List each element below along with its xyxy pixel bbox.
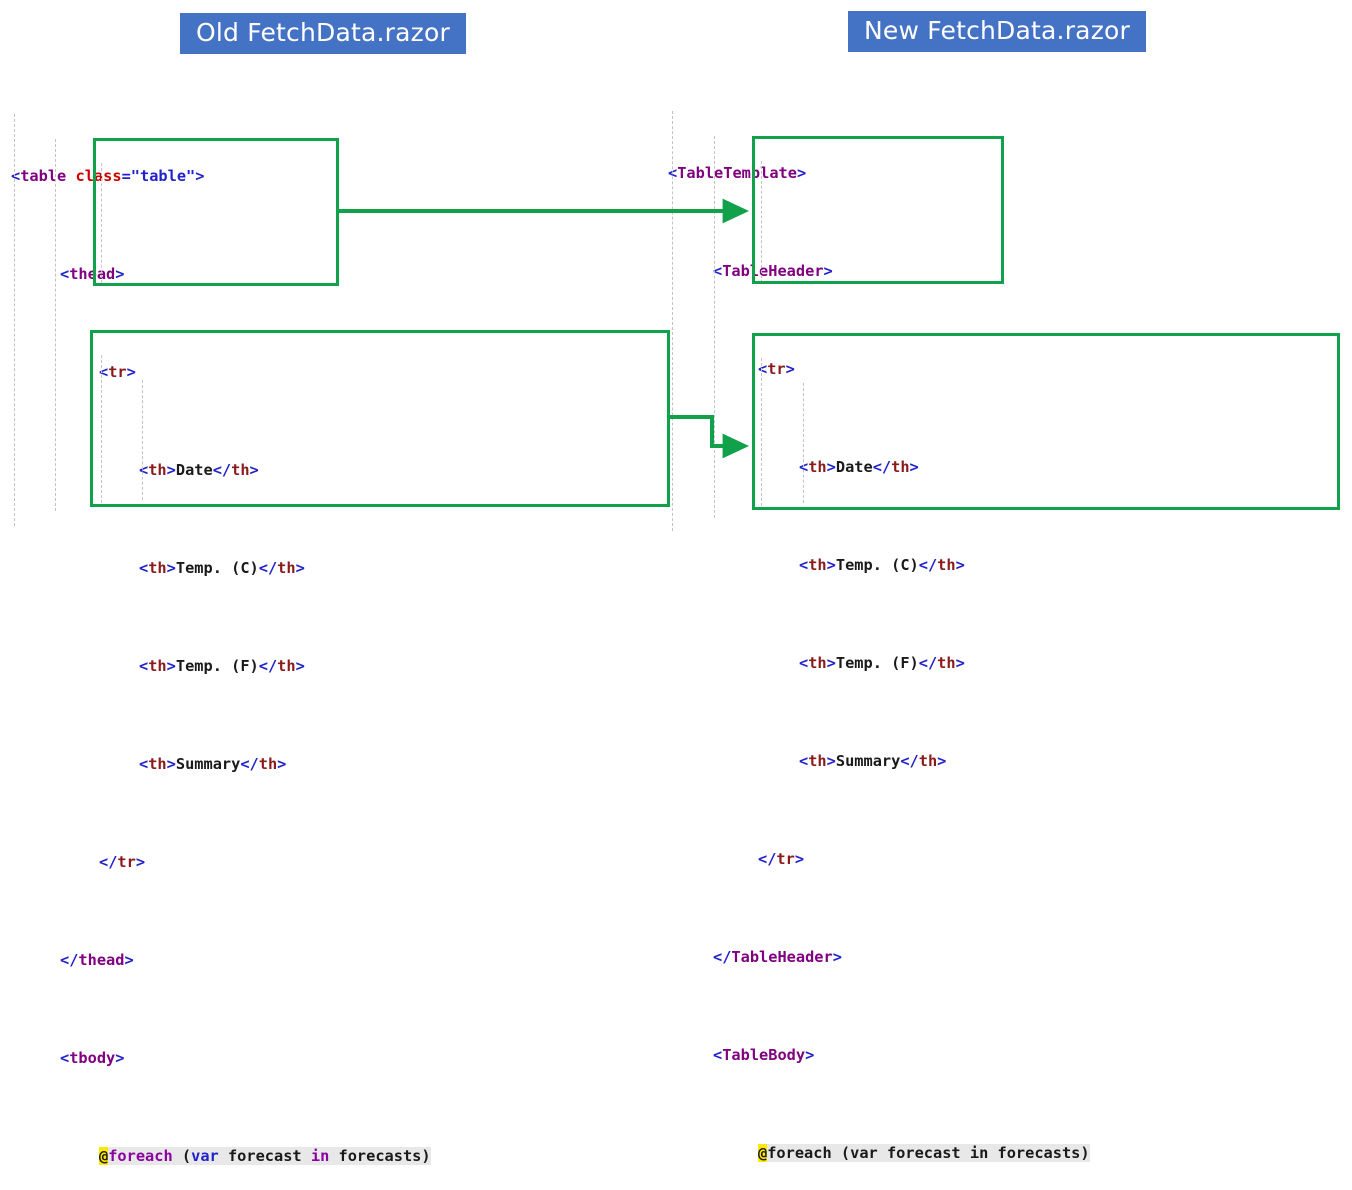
old-code-panel: <table class="table"> <thead> <tr> <th>D… [11,90,581,1190]
code-line: <th>Temp. (C)</th> [139,558,305,577]
indent-guide [142,380,143,500]
indent-guide [803,383,804,503]
banner-new-fetchdata: New FetchData.razor [848,11,1146,52]
code-line: <th>Date</th> [139,460,259,479]
code-line: <table class="table"> [11,166,205,185]
indent-guide [761,161,762,283]
code-line: <tr> [758,359,795,378]
banner-old-fetchdata: Old FetchData.razor [180,13,466,54]
code-line: <TableBody> [713,1045,815,1064]
code-line: <TableHeader> [713,261,833,280]
code-line: <th>Temp. (C)</th> [799,555,965,574]
code-line: </thead> [60,950,134,969]
new-code-panel: <TableTemplate> <TableHeader> <tr> <th>D… [668,87,1241,1190]
indent-guide [761,358,762,506]
code-line: </tr> [99,852,146,871]
code-line: <tbody> [60,1048,125,1067]
razor-at-icon: @ [758,1143,768,1162]
code-line: <th>Date</th> [799,457,919,476]
razor-at-icon: @ [99,1146,109,1165]
indent-guide [101,355,102,503]
code-line: </TableHeader> [713,947,842,966]
code-line: <th>Temp. (F)</th> [799,653,965,672]
code-line: <tr> [99,362,136,381]
code-line: <th>Temp. (F)</th> [139,656,305,675]
code-line: <th>Summary</th> [139,754,287,773]
code-line: @foreach (var forecast in forecasts) [758,1143,1090,1162]
code-line: <TableTemplate> [668,163,807,182]
indent-guide [101,163,102,283]
code-line: @foreach (var forecast in forecasts) [99,1146,431,1165]
indent-guide [14,114,15,526]
code-line: </tr> [758,849,805,868]
code-line: <th>Summary</th> [799,751,947,770]
code-line: <thead> [60,264,125,283]
indent-guide [55,139,56,511]
indent-guide [714,136,715,518]
indent-guide [672,111,673,531]
